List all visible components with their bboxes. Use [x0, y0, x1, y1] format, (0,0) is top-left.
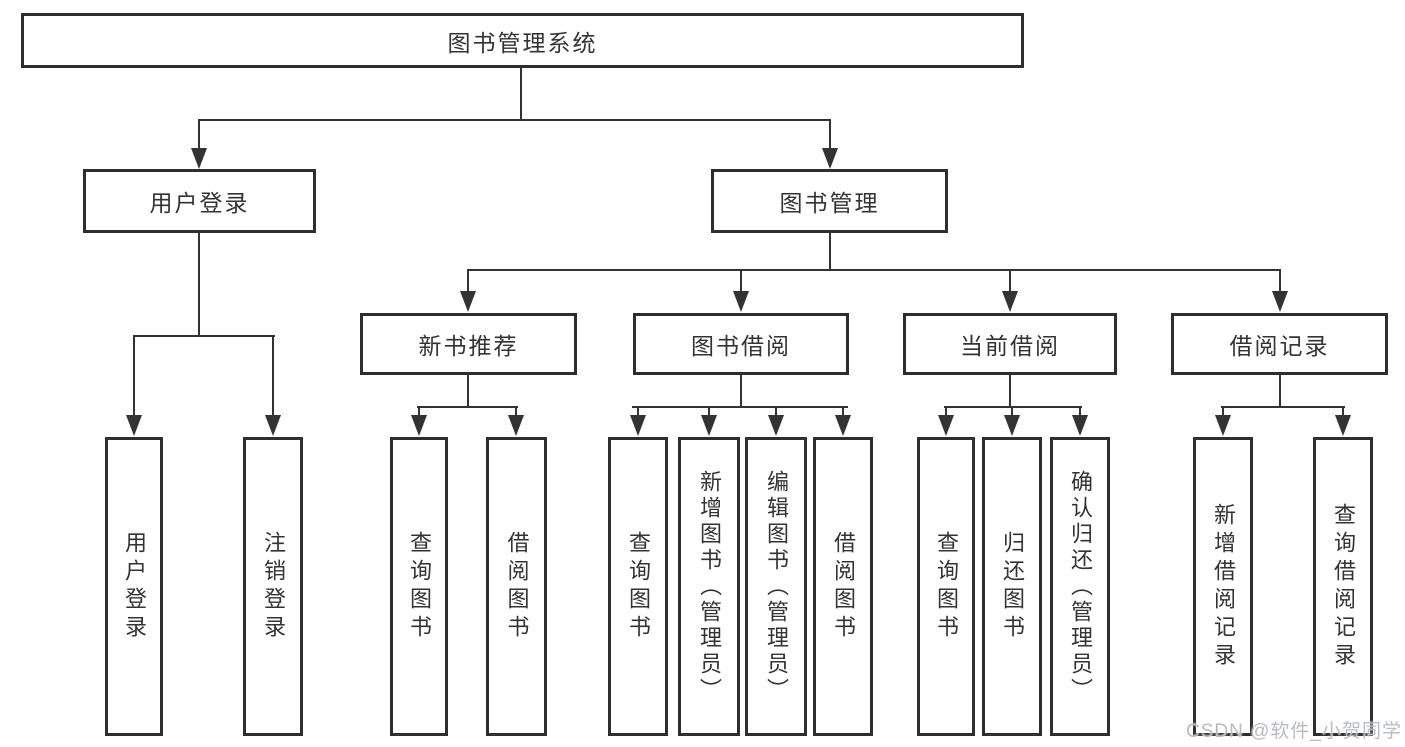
leaf-borrow-books-2: 借阅图书 — [813, 437, 873, 736]
connector-root-branch — [198, 119, 831, 121]
arrowhead-icon — [411, 415, 427, 436]
leaf-query-books-3: 查询图书 — [917, 437, 975, 736]
leaf-add-books-admin-label: 新增图书（管理员） — [697, 469, 722, 704]
leaf-return-books: 归还图书 — [982, 437, 1042, 736]
arrowhead-icon — [733, 291, 749, 312]
leaf-add-books-admin: 新增图书（管理员） — [678, 437, 740, 736]
connector-stub-borrow-records — [1279, 269, 1281, 294]
node-book-management-label: 图书管理 — [779, 190, 880, 216]
connector-stub-leaf — [133, 335, 135, 417]
leaf-return-books-label: 归还图书 — [1000, 530, 1025, 643]
connector-stub-leaf — [1342, 406, 1344, 418]
leaf-borrow-books-1-label: 借阅图书 — [504, 530, 530, 643]
arrowhead-icon — [265, 415, 281, 436]
leaf-query-books-2-label: 查询图书 — [626, 530, 651, 643]
leaf-add-borrow-record-label: 新增借阅记录 — [1211, 502, 1236, 671]
connector-book-borrow-stem — [740, 374, 742, 408]
leaf-logout-label: 注销登录 — [261, 530, 286, 643]
arrowhead-icon — [768, 415, 784, 436]
node-borrow-records-label: 借阅记录 — [1229, 333, 1330, 359]
leaf-add-borrow-record: 新增借阅记录 — [1193, 437, 1253, 736]
arrowhead-icon — [835, 415, 851, 436]
leaf-logout: 注销登录 — [243, 437, 303, 736]
connector-stub-book-mgmt — [829, 119, 831, 151]
leaf-query-books-1-label: 查询图书 — [407, 530, 432, 643]
node-new-books: 新书推荐 — [360, 313, 577, 375]
connector-new-books-branch — [417, 406, 518, 408]
connector-user-login-stem — [198, 233, 200, 337]
connector-stub-leaf — [1079, 406, 1081, 418]
connector-book-mgmt-stem — [829, 233, 831, 271]
leaf-user-login-label: 用户登录 — [122, 530, 147, 643]
connector-book-mgmt-branch — [467, 269, 1281, 271]
node-book-borrow: 图书借阅 — [633, 313, 849, 375]
arrowhead-icon — [701, 415, 717, 436]
connector-current-borrow-branch — [944, 406, 1082, 408]
leaf-edit-books-admin-label: 编辑图书（管理员） — [764, 469, 789, 704]
connector-user-login-branch — [133, 335, 275, 337]
leaf-confirm-return-admin-label: 确认归还（管理员） — [1068, 469, 1093, 704]
connector-book-borrow-branch — [632, 406, 848, 408]
arrowhead-icon — [126, 415, 142, 436]
connector-stub-new-books — [467, 269, 469, 294]
arrowhead-icon — [508, 415, 524, 436]
arrowhead-icon — [191, 148, 207, 169]
arrowhead-icon — [1004, 415, 1020, 436]
leaf-query-borrow-record: 查询借阅记录 — [1313, 437, 1373, 736]
connector-stub-leaf — [1011, 406, 1013, 418]
leaf-borrow-books-1: 借阅图书 — [486, 437, 547, 736]
leaf-query-books-2: 查询图书 — [608, 437, 668, 736]
node-root-label: 图书管理系统 — [447, 29, 598, 56]
connector-borrow-records-stem — [1279, 374, 1281, 408]
connector-stub-leaf — [1222, 406, 1224, 418]
connector-stub-leaf — [515, 406, 517, 418]
leaf-user-login: 用户登录 — [105, 437, 163, 736]
connector-stub-leaf — [945, 406, 947, 418]
node-borrow-records: 借阅记录 — [1171, 313, 1388, 375]
connector-stub-leaf — [272, 335, 274, 417]
arrowhead-icon — [1272, 291, 1288, 312]
node-user-login: 用户登录 — [83, 169, 316, 233]
connector-stub-user-login — [198, 119, 200, 151]
node-book-management: 图书管理 — [711, 169, 948, 233]
leaf-query-borrow-record-label: 查询借阅记录 — [1331, 502, 1356, 671]
arrowhead-icon — [1335, 415, 1351, 436]
connector-stub-leaf — [708, 406, 710, 418]
node-book-borrow-label: 图书借阅 — [691, 333, 791, 359]
connector-stub-leaf — [637, 406, 639, 418]
node-current-borrow-label: 当前借阅 — [960, 333, 1060, 359]
arrowhead-icon — [630, 415, 646, 436]
connector-stub-leaf — [775, 406, 777, 418]
leaf-query-books-3-label: 查询图书 — [934, 530, 959, 643]
connector-stub-leaf — [418, 406, 420, 418]
arrowhead-icon — [1072, 415, 1088, 436]
connector-current-borrow-stem — [1009, 374, 1011, 408]
node-current-borrow: 当前借阅 — [903, 313, 1117, 375]
arrowhead-icon — [938, 415, 954, 436]
node-root: 图书管理系统 — [21, 13, 1024, 68]
connector-stub-leaf — [842, 406, 844, 418]
leaf-borrow-books-2-label: 借阅图书 — [831, 530, 856, 643]
arrowhead-icon — [1215, 415, 1231, 436]
connector-new-books-stem — [467, 374, 469, 408]
watermark: CSDN @软件_小贺同学 — [1186, 721, 1402, 742]
arrowhead-icon — [1002, 291, 1018, 312]
connector-borrow-records-branch — [1221, 406, 1345, 408]
connector-root-stem — [520, 68, 522, 121]
leaf-edit-books-admin: 编辑图书（管理员） — [745, 437, 807, 736]
leaf-confirm-return-admin: 确认归还（管理员） — [1050, 437, 1110, 736]
node-user-login-label: 用户登录 — [149, 190, 250, 216]
connector-stub-book-borrow — [740, 269, 742, 294]
arrowhead-icon — [822, 148, 838, 169]
connector-stub-current-borrow — [1009, 269, 1011, 294]
arrowhead-icon — [460, 291, 476, 312]
node-new-books-label: 新书推荐 — [418, 333, 519, 359]
leaf-query-books-1: 查询图书 — [390, 437, 448, 736]
